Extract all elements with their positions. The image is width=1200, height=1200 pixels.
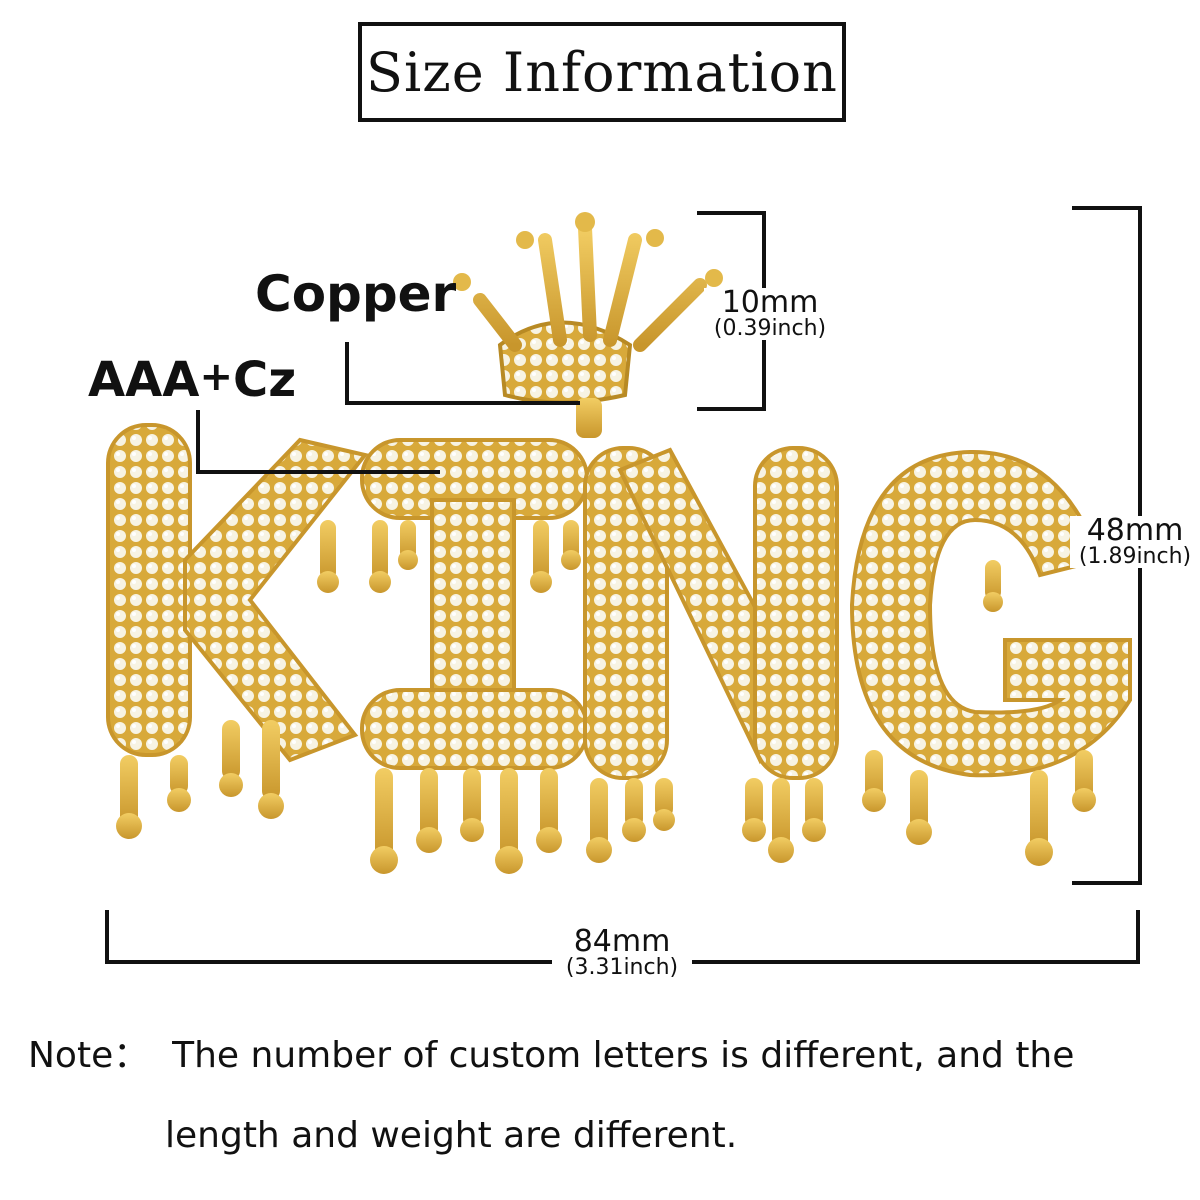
width-inch: (3.31inch) <box>565 955 679 980</box>
note-text-1: The number of custom letters is differen… <box>172 1035 1075 1076</box>
crown-height-inch: (0.39inch) <box>713 316 827 341</box>
letter-k <box>106 423 369 763</box>
letter-g <box>849 449 1132 778</box>
drips <box>116 520 1096 874</box>
material-label: Copper <box>255 265 457 323</box>
stone-label-plus: + <box>199 354 233 400</box>
title-box: Size Information <box>358 22 846 122</box>
callout-lines <box>196 342 580 474</box>
note-prefix: Note： <box>28 1035 150 1076</box>
stone-label-main: AAA <box>88 352 200 408</box>
letter-i <box>360 438 589 770</box>
height-dimension: 48mm (1.89inch) <box>1070 516 1200 568</box>
letter-n <box>583 446 839 780</box>
note-text-2: length and weight are different. <box>165 1115 738 1156</box>
height-inch: (1.89inch) <box>1078 544 1192 569</box>
note-line-1: Note： The number of custom letters is di… <box>28 1038 1074 1074</box>
crown-height-mm: 10mm <box>721 285 819 320</box>
width-mm: 84mm <box>573 924 671 959</box>
page-title: Size Information <box>366 40 838 104</box>
crown-height-dimension: 10mm (0.39inch) <box>704 288 836 340</box>
stone-label-tail: Cz <box>232 352 297 408</box>
stone-label: AAA+Cz <box>88 352 296 408</box>
width-dimension: 84mm (3.31inch) <box>552 927 692 979</box>
crown <box>453 212 723 438</box>
height-mm: 48mm <box>1086 513 1184 548</box>
